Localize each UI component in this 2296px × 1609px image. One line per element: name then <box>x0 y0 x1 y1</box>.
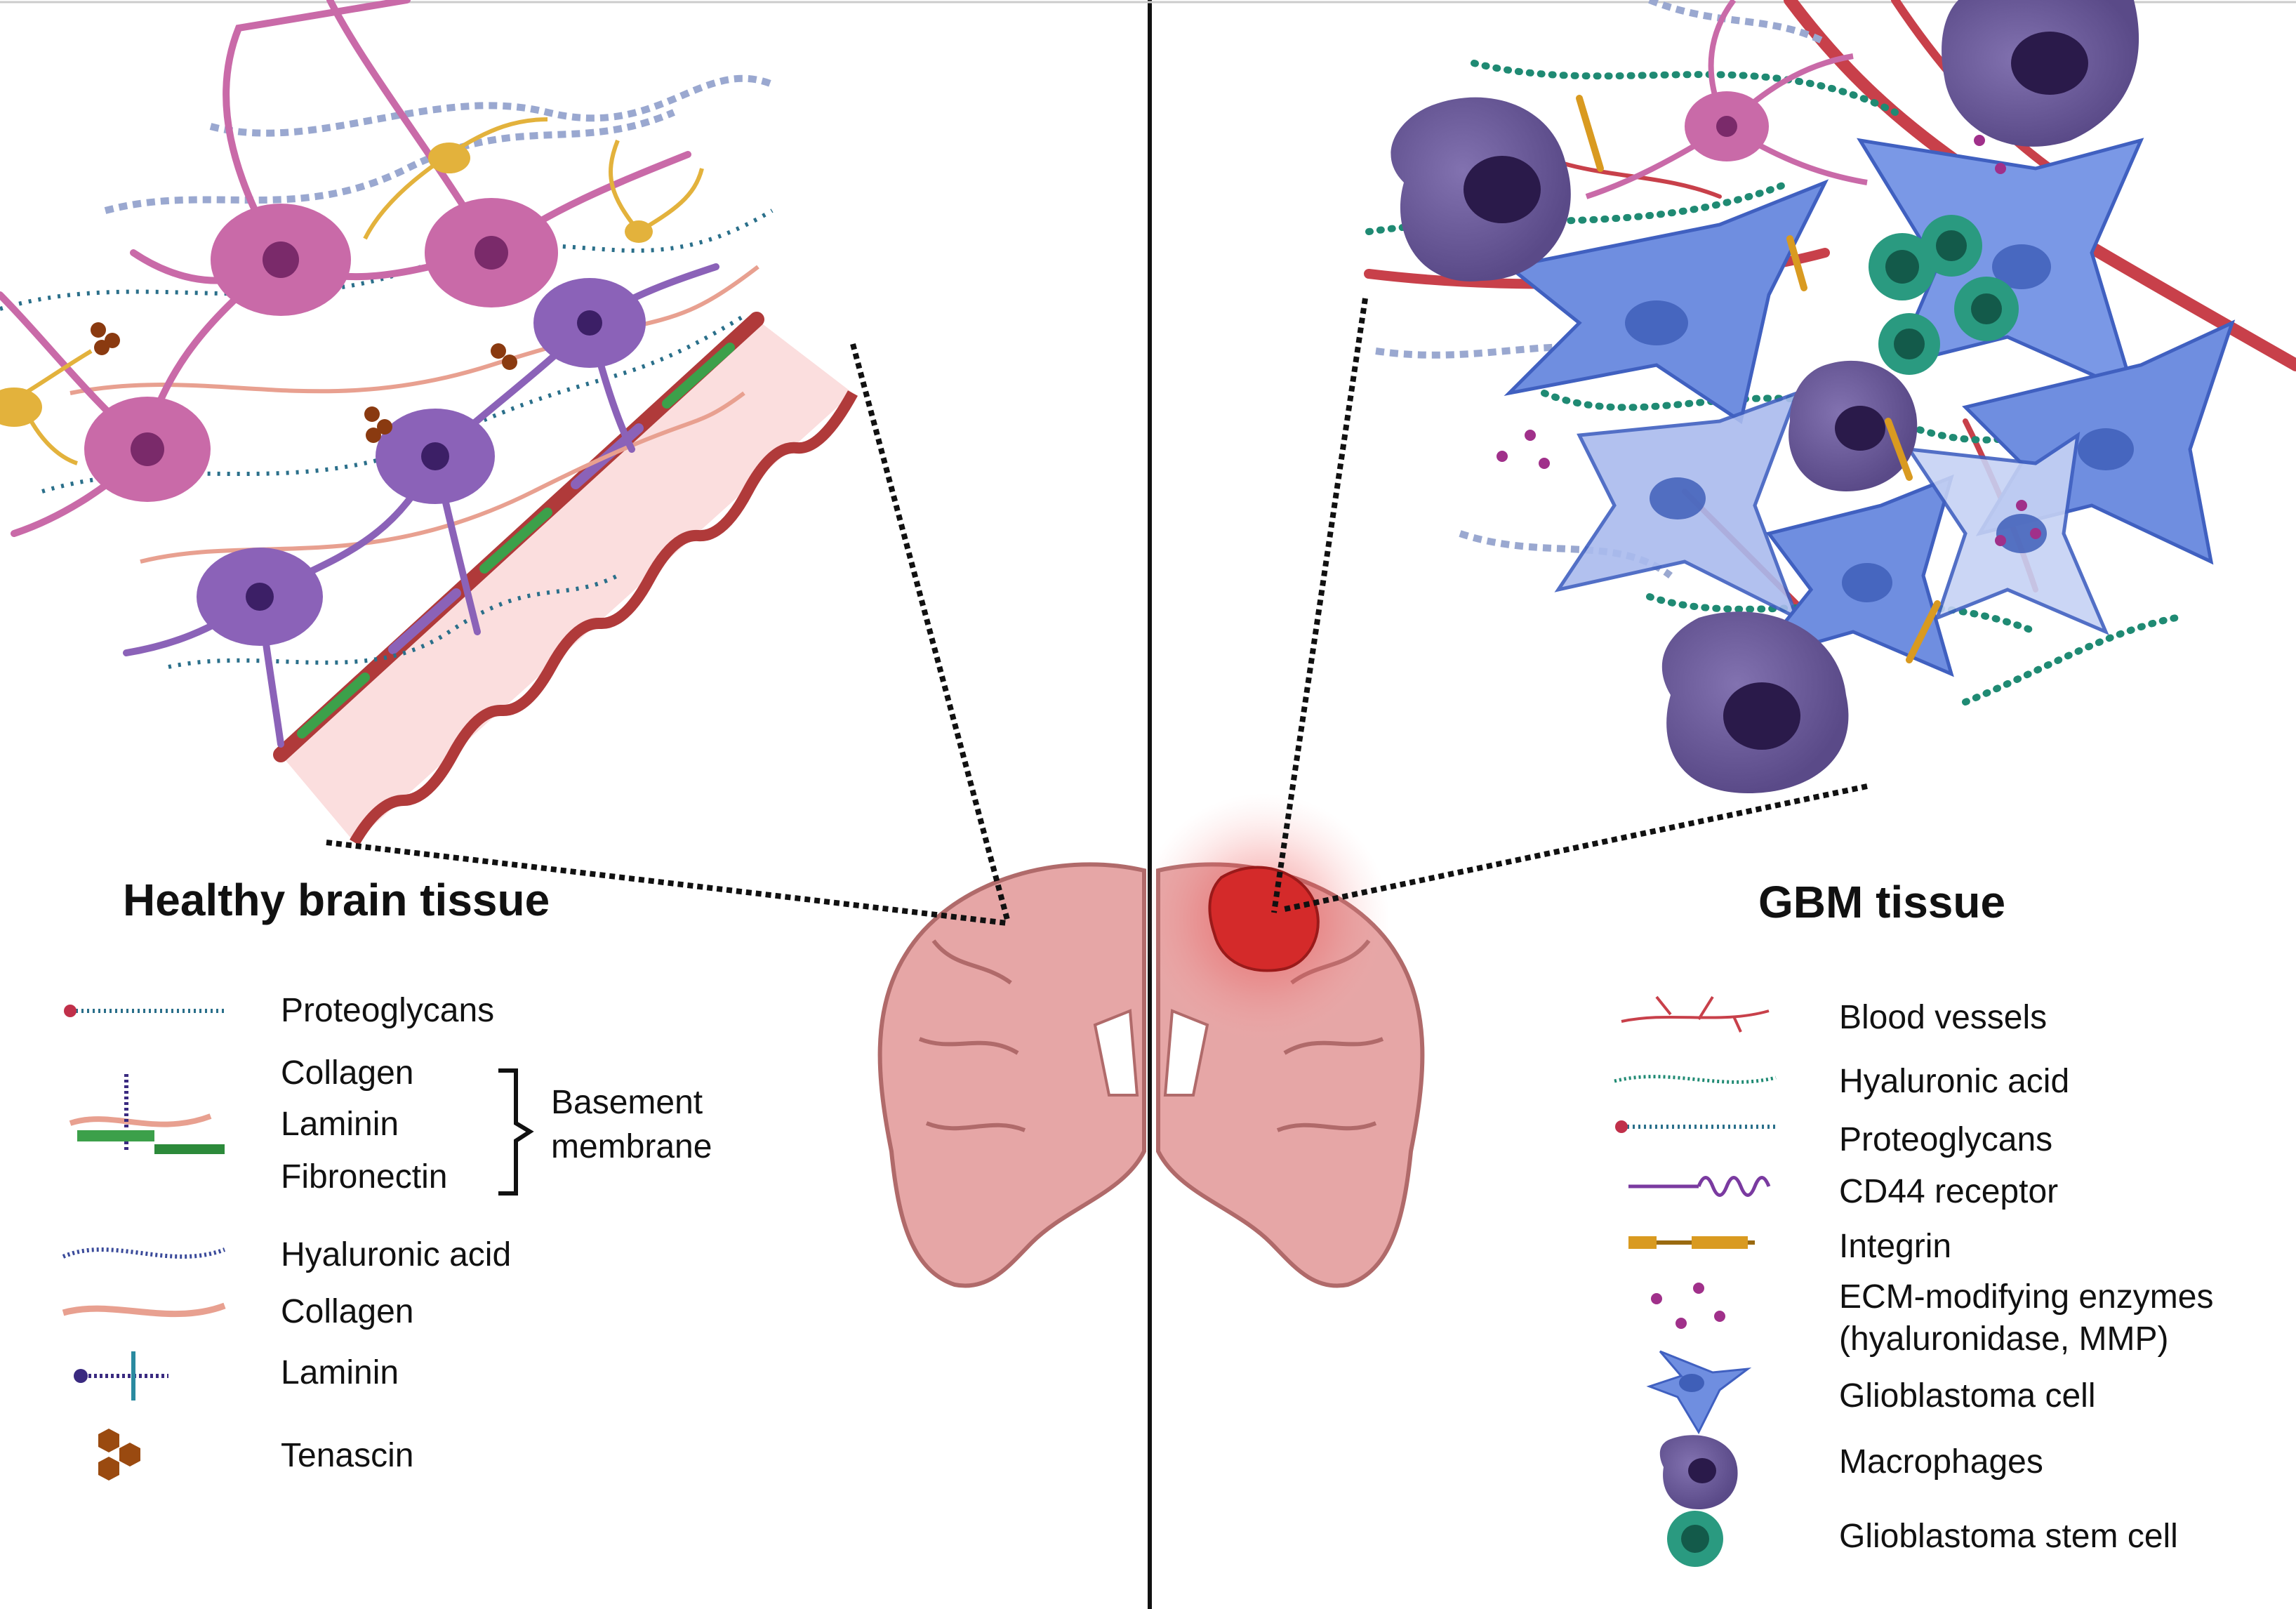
glioblastoma-cell-icon <box>1646 1350 1752 1435</box>
legend-label-blood-vessels: Blood vessels <box>1839 999 2048 1036</box>
legend-label-macrophages: Macrophages <box>1839 1443 2043 1481</box>
legend-label-gbm-proteoglycans: Proteoglycans <box>1839 1121 2053 1158</box>
legend-label-stem-cell: Glioblastoma stem cell <box>1839 1518 2178 1555</box>
gbm-enzyme-dots <box>1497 135 2041 546</box>
legend-label-integrin: Integrin <box>1839 1228 1952 1265</box>
glioblastoma-stem-cells <box>1869 215 2019 375</box>
healthy-tissue-illustration <box>0 0 858 846</box>
legend-label-basement: Basement <box>551 1084 703 1121</box>
tenascin-clusters <box>91 322 517 443</box>
proteoglycan-icon <box>64 1005 225 1017</box>
glia-cell-body <box>625 220 653 243</box>
legend-label-membrane: membrane <box>551 1128 712 1165</box>
legend-label-collagen-bm: Collagen <box>281 1054 414 1092</box>
healthy-legend-icons <box>62 1005 534 1481</box>
glioblastoma-nuclei <box>1625 244 2134 602</box>
legend-label-fibronectin-bm: Fibronectin <box>281 1158 448 1196</box>
legend-label-tenascin: Tenascin <box>281 1437 414 1474</box>
ecm-enzyme-icon <box>1651 1283 1725 1329</box>
legend-label-enzymes-2: (hyaluronidase, MMP) <box>1839 1320 2169 1358</box>
gbm-legend-icons <box>1614 995 1777 1567</box>
legend-label-enzymes-1: ECM-modifying enzymes <box>1839 1278 2214 1316</box>
glioblastoma-stem-cell-icon <box>1667 1511 1723 1567</box>
legend-label-gbm-hyaluronic-acid: Hyaluronic acid <box>1839 1063 2070 1100</box>
tumor-mass <box>1208 866 1320 972</box>
legend-label-collagen: Collagen <box>281 1293 414 1330</box>
zoom-lines <box>326 298 1868 926</box>
legend-label-laminin: Laminin <box>281 1354 399 1391</box>
cd44-receptor-icon <box>1628 1176 1771 1197</box>
legend-label-proteoglycans: Proteoglycans <box>281 992 495 1029</box>
vessel-wall-wavy <box>350 390 858 846</box>
integrin-icon <box>1628 1236 1755 1249</box>
astrocyte-cell-bodies <box>197 278 646 646</box>
legend-label-hyaluronic-acid: Hyaluronic acid <box>281 1236 512 1273</box>
blood-vessel-icon <box>1621 995 1770 1033</box>
glia-cell-body <box>0 388 42 427</box>
proteoglycan-icon <box>1615 1120 1776 1133</box>
gbm-tissue-illustration <box>1364 0 2296 793</box>
healthy-tissue-title: Healthy brain tissue <box>123 875 550 925</box>
glia-cell-body <box>428 143 470 173</box>
hyaluronic-acid-icon <box>62 1247 226 1259</box>
legend-label-laminin-bm: Laminin <box>281 1106 399 1143</box>
collagen-icon <box>62 1302 226 1318</box>
macrophage-icon <box>1659 1435 1738 1509</box>
gbm-neuron <box>1585 0 1868 199</box>
blood-vessel <box>281 319 853 842</box>
gbm-tissue-title: GBM tissue <box>1758 877 2006 927</box>
laminin-icon <box>74 1351 168 1401</box>
basement-membrane-icon <box>69 1074 225 1154</box>
legend-label-cd44: CD44 receptor <box>1839 1173 2059 1210</box>
basement-membrane-brace <box>498 1068 534 1196</box>
gbm-integrins <box>1576 95 1941 663</box>
tenascin-icon <box>98 1429 140 1481</box>
brain-coronal-section <box>877 793 1425 1288</box>
macrophages <box>1391 0 2139 793</box>
neuron-cell-bodies <box>84 198 558 502</box>
hyaluronic-acid-icon <box>1614 1075 1777 1084</box>
legend-label-glioblastoma-cell: Glioblastoma cell <box>1839 1377 2096 1415</box>
